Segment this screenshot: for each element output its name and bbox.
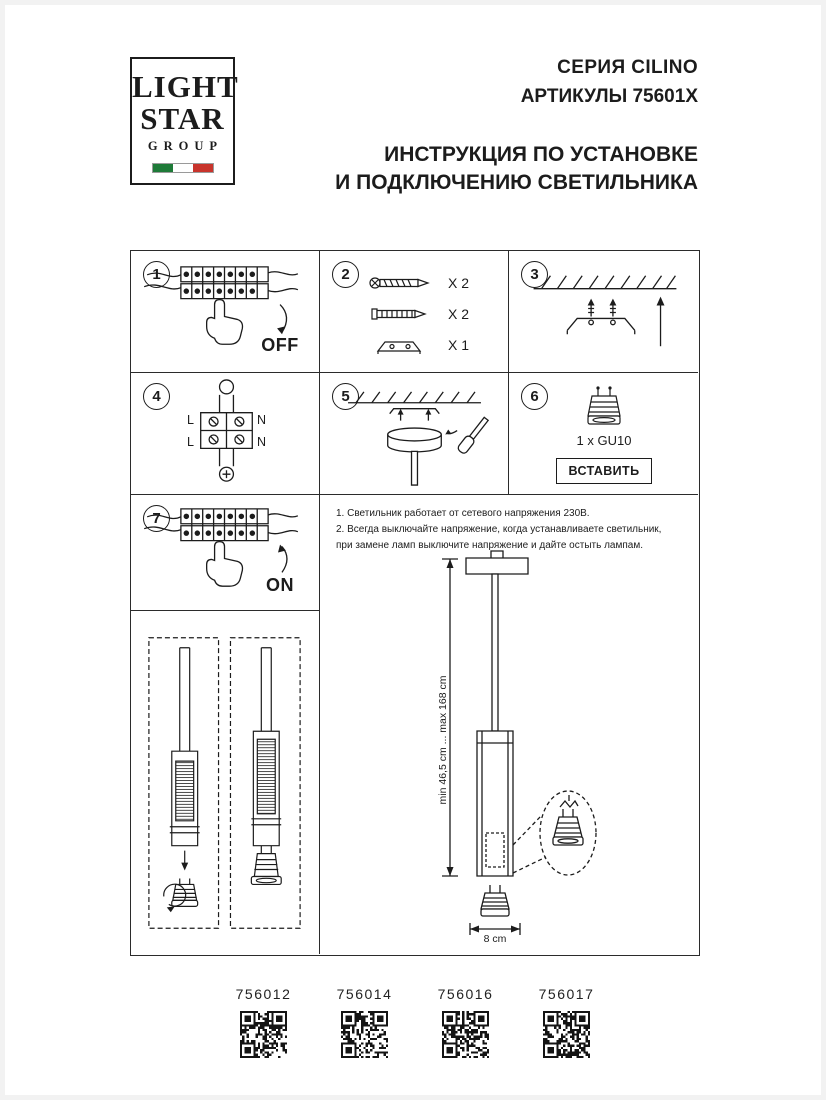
document-header: СЕРИЯ CILINO АРТИКУЛЫ 75601X ИНСТРУКЦИЯ … bbox=[240, 57, 698, 197]
lamp-assembly-drawing bbox=[131, 611, 319, 954]
lamp-insert-block: 1 x GU10 ВСТАВИТЬ bbox=[537, 385, 671, 484]
hardware-item: X 2 bbox=[366, 298, 469, 329]
power-on-terminal-drawing bbox=[131, 495, 319, 610]
terminal-label-l: L bbox=[187, 435, 194, 449]
insert-label: ВСТАВИТЬ bbox=[555, 458, 653, 484]
terminal-label-n: N bbox=[257, 435, 267, 449]
lightstar-logo: LIGHT STAR GROUP bbox=[130, 57, 239, 185]
assembly-detail-panel bbox=[131, 611, 320, 954]
power-off-terminal-drawing bbox=[131, 251, 319, 372]
hardware-qty: X 2 bbox=[448, 305, 470, 322]
step-number: 4 bbox=[143, 383, 170, 410]
step-5-panel: 5 bbox=[320, 373, 509, 495]
step-number: 5 bbox=[332, 383, 359, 410]
hardware-qty: X 1 bbox=[448, 336, 470, 353]
lamp-type-label: 1 x GU10 bbox=[576, 433, 632, 448]
article-item: 756017 bbox=[516, 986, 617, 1058]
hardware-item: X 1 bbox=[366, 329, 469, 360]
pendant-lamp-drawing bbox=[320, 495, 698, 954]
article-code: 756014 bbox=[336, 986, 393, 1002]
qr-code bbox=[442, 1011, 489, 1058]
step-number: 7 bbox=[143, 505, 170, 532]
series-title: СЕРИЯ CILINO bbox=[557, 57, 698, 78]
notes-and-diagram-panel: 1. Светильник работает от сетевого напря… bbox=[320, 495, 698, 954]
step-number: 6 bbox=[521, 383, 548, 410]
width-dimension-label: 8 cm bbox=[483, 933, 507, 945]
hardware-list: X 2 X 2 bbox=[366, 267, 469, 360]
power-on-label: ON bbox=[266, 575, 294, 595]
mounting-bracket-icon bbox=[366, 333, 440, 357]
note-line: при замене ламп выключите напряжение и д… bbox=[336, 540, 643, 551]
step-number: 2 bbox=[332, 261, 359, 288]
italian-flag-icon bbox=[151, 163, 214, 174]
screw-icon bbox=[366, 271, 440, 295]
article-item: 756016 bbox=[415, 986, 516, 1058]
terminal-label-n: N bbox=[257, 413, 267, 427]
step-7-panel: 7 ON bbox=[131, 495, 320, 611]
wiring-diagram-drawing bbox=[131, 373, 319, 494]
step-2-panel: 2 X 2 bbox=[320, 251, 509, 373]
qr-code bbox=[543, 1011, 590, 1058]
power-off-label: OFF bbox=[261, 335, 299, 355]
hardware-qty: X 2 bbox=[448, 274, 470, 291]
step-number: 3 bbox=[521, 261, 548, 288]
article-qr-row: 756012 756014 756016 756017 bbox=[213, 986, 617, 1058]
step-3-panel: 3 bbox=[509, 251, 698, 373]
height-dimension-label: min 46,5 cm ... max 168 cm bbox=[437, 675, 449, 805]
hardware-item: X 2 bbox=[366, 267, 469, 298]
article-item: 756014 bbox=[314, 986, 415, 1058]
qr-code bbox=[341, 1011, 388, 1058]
ceiling-bracket-drawing bbox=[509, 251, 698, 372]
article-code: 756016 bbox=[437, 986, 494, 1002]
page-title-line2: И ПОДКЛЮЧЕНИЮ СВЕТИЛЬНИКА bbox=[335, 170, 698, 194]
step-number: 1 bbox=[143, 261, 170, 288]
note-line: 1. Светильник работает от сетевого напря… bbox=[336, 508, 590, 519]
articles-title: АРТИКУЛЫ 75601X bbox=[520, 86, 698, 107]
logo-text-star: STAR bbox=[140, 100, 225, 136]
logo-text-group: GROUP bbox=[147, 139, 224, 154]
page-title-line1: ИНСТРУКЦИЯ ПО УСТАНОВКЕ bbox=[384, 143, 698, 166]
article-item: 756012 bbox=[213, 986, 314, 1058]
wall-anchor-icon bbox=[366, 302, 440, 326]
step-4-panel: 4 L N L N bbox=[131, 373, 320, 495]
canopy-mount-drawing bbox=[320, 373, 508, 494]
terminal-label-l: L bbox=[187, 413, 194, 427]
safety-notes: 1. Светильник работает от сетевого напря… bbox=[336, 506, 688, 554]
note-line: 2. Всегда выключайте напряжение, когда у… bbox=[336, 524, 662, 535]
gu10-bulb-icon bbox=[576, 386, 632, 429]
instruction-grid: 1 OFF 2 X 2 bbox=[130, 250, 700, 956]
article-code: 756012 bbox=[235, 986, 292, 1002]
article-code: 756017 bbox=[538, 986, 595, 1002]
qr-code bbox=[240, 1011, 287, 1058]
step-6-panel: 6 1 x GU10 ВСТАВИТЬ bbox=[509, 373, 698, 495]
logo-text-light: LIGHT bbox=[132, 69, 239, 104]
page-title: ИНСТРУКЦИЯ ПО УСТАНОВКЕ И ПОДКЛЮЧЕНИЮ СВ… bbox=[240, 141, 698, 197]
step-1-panel: 1 OFF bbox=[131, 251, 320, 373]
